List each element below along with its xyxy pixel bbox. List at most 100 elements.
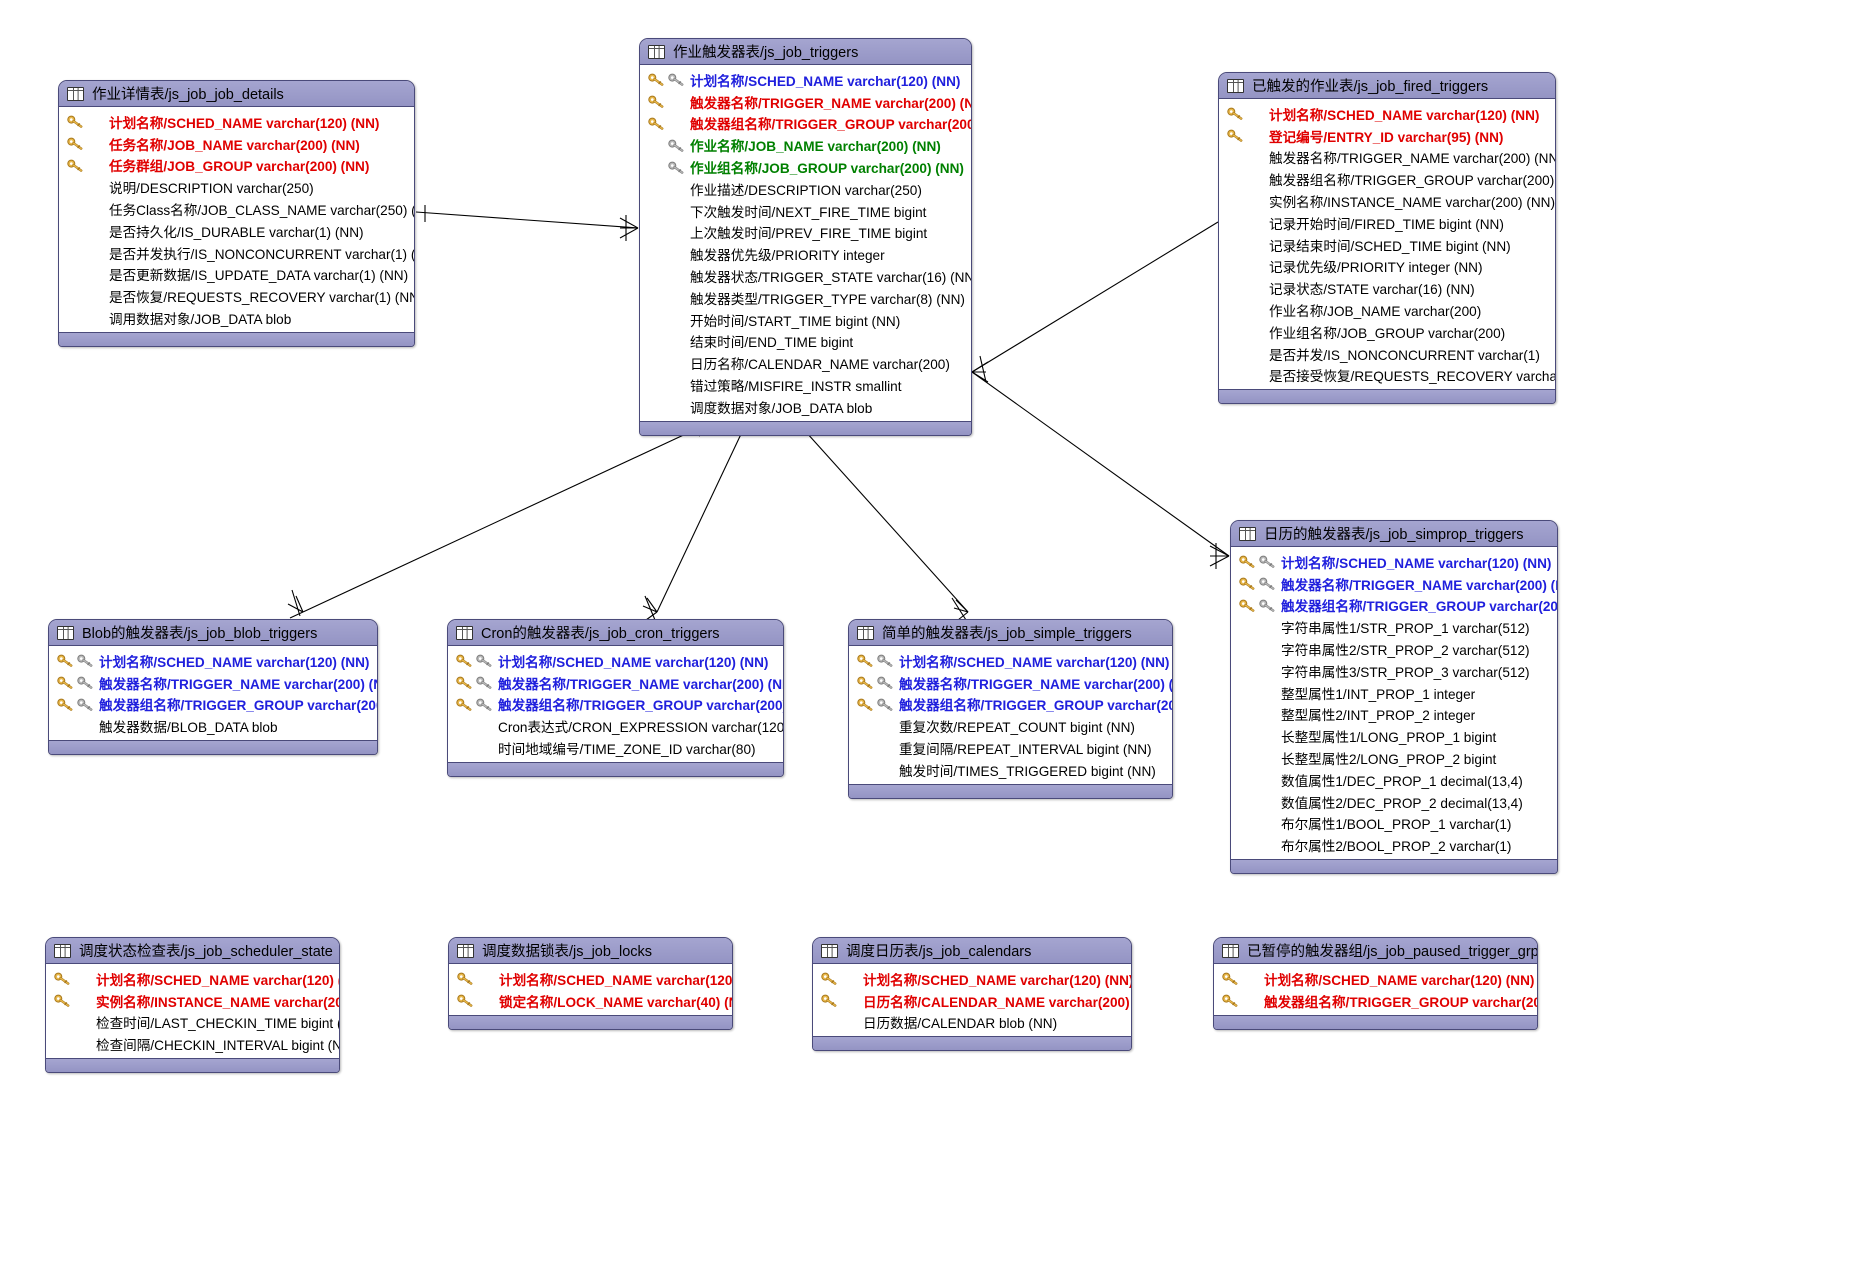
entity-calendars[interactable]: 调度日历表/js_job_calendars 计划名称/SCHED_NAME va… [812,937,1132,1052]
attribute-row[interactable]: 长整型属性2/LONG_PROP_2 bigint [1231,747,1557,769]
attribute-row[interactable]: 错过策略/MISFIRE_INSTR smallint [640,374,971,396]
attribute-row[interactable]: 是否更新数据/IS_UPDATE_DATA varchar(1) (NN) [59,264,414,286]
attribute-row[interactable]: 数值属性2/DEC_PROP_2 decimal(13,4) [1231,791,1557,813]
entity-job_triggers[interactable]: 作业触发器表/js_job_triggers 计划名称/SCHED_NAME va… [639,38,972,436]
entity-cron_triggers[interactable]: Cron的触发器表/js_job_cron_triggers 计划名称/SCHED… [447,619,784,777]
attribute-row[interactable]: 任务Class名称/JOB_CLASS_NAME varchar(250) (N… [59,198,414,220]
attribute-row[interactable]: Cron表达式/CRON_EXPRESSION varchar(120) (NN… [448,715,783,737]
attribute-row[interactable]: 计划名称/SCHED_NAME varchar(120) (NN) [448,650,783,672]
attribute-row[interactable]: 结束时间/END_TIME bigint [640,331,971,353]
attribute-row[interactable]: 字符串属性2/STR_PROP_2 varchar(512) [1231,638,1557,660]
attribute-row[interactable]: 记录开始时间/FIRED_TIME bigint (NN) [1219,212,1555,234]
entity-header-simprop_triggers[interactable]: 日历的触发器表/js_job_simprop_triggers [1231,521,1557,547]
attribute-row[interactable]: 是否并发/IS_NONCONCURRENT varchar(1) [1219,343,1555,365]
attribute-row[interactable]: 触发器状态/TRIGGER_STATE varchar(16) (NN) [640,265,971,287]
attribute-row[interactable]: 作业组名称/JOB_GROUP varchar(200) (NN) [640,156,971,178]
entity-header-calendars[interactable]: 调度日历表/js_job_calendars [813,938,1131,964]
attribute-row[interactable]: 长整型属性1/LONG_PROP_1 bigint [1231,725,1557,747]
attribute-row[interactable]: 计划名称/SCHED_NAME varchar(120) (NN) [849,650,1172,672]
attribute-row[interactable]: 布尔属性2/BOOL_PROP_2 varchar(1) [1231,834,1557,856]
attribute-row[interactable]: 计划名称/SCHED_NAME varchar(120) (NN) [449,968,732,990]
attribute-row[interactable]: 是否恢复/REQUESTS_RECOVERY varchar(1) (NN) [59,285,414,307]
attribute-row[interactable]: 是否并发执行/IS_NONCONCURRENT varchar(1) (NN) [59,242,414,264]
attribute-row[interactable]: 触发器组名称/TRIGGER_GROUP varchar(200) (NN) [640,113,971,135]
attribute-row[interactable]: 计划名称/SCHED_NAME varchar(120) (NN) [59,111,414,133]
entity-fired_triggers[interactable]: 已触发的作业表/js_job_fired_triggers 计划名称/SCHED_… [1218,72,1556,405]
attribute-row[interactable]: 触发器名称/TRIGGER_NAME varchar(200) (NN) [849,672,1172,694]
attribute-row[interactable]: 实例名称/INSTANCE_NAME varchar(200) (NN) [1219,190,1555,212]
attribute-row[interactable]: 作业名称/JOB_NAME varchar(200) (NN) [640,134,971,156]
entity-header-fired_triggers[interactable]: 已触发的作业表/js_job_fired_triggers [1219,73,1555,99]
attribute-row[interactable]: 调度数据对象/JOB_DATA blob [640,396,971,418]
attribute-row[interactable]: 触发器名称/TRIGGER_NAME varchar(200) (NN) [1219,147,1555,169]
attribute-row[interactable]: 字符串属性3/STR_PROP_3 varchar(512) [1231,660,1557,682]
attribute-row[interactable]: 触发器优先级/PRIORITY integer [640,243,971,265]
attribute-row[interactable]: 作业名称/JOB_NAME varchar(200) [1219,299,1555,321]
attribute-row[interactable]: 调用数据对象/JOB_DATA blob [59,307,414,329]
entity-blob_triggers[interactable]: Blob的触发器表/js_job_blob_triggers 计划名称/SCHED… [48,619,378,756]
attribute-row[interactable]: 日历数据/CALENDAR blob (NN) [813,1012,1131,1034]
attribute-row[interactable]: 锁定名称/LOCK_NAME varchar(40) (NN) [449,990,732,1012]
attribute-row[interactable]: 计划名称/SCHED_NAME varchar(120) (NN) [1231,551,1557,573]
attribute-row[interactable]: 触发器组名称/TRIGGER_GROUP varchar(200) (NN) [849,694,1172,716]
attribute-row[interactable]: 说明/DESCRIPTION varchar(250) [59,176,414,198]
attribute-row[interactable]: 实例名称/INSTANCE_NAME varchar(200) (NN) [46,990,339,1012]
entity-header-cron_triggers[interactable]: Cron的触发器表/js_job_cron_triggers [448,620,783,646]
attribute-row[interactable]: 触发器名称/TRIGGER_NAME varchar(200) (NN) [448,672,783,694]
attribute-row[interactable]: 布尔属性1/BOOL_PROP_1 varchar(1) [1231,813,1557,835]
attribute-row[interactable]: 作业组名称/JOB_GROUP varchar(200) [1219,321,1555,343]
attribute-row[interactable]: 记录结束时间/SCHED_TIME bigint (NN) [1219,234,1555,256]
attribute-row[interactable]: 日历名称/CALENDAR_NAME varchar(200) (NN) [813,990,1131,1012]
attribute-row[interactable]: 开始时间/START_TIME bigint (NN) [640,309,971,331]
attribute-row[interactable]: 检查时间/LAST_CHECKIN_TIME bigint (NN) [46,1012,339,1034]
attribute-row[interactable]: 触发器组名称/TRIGGER_GROUP varchar(200) (NN) [1214,990,1537,1012]
attribute-row[interactable]: 触发器组名称/TRIGGER_GROUP varchar(200) (NN) [49,694,377,716]
entity-simprop_triggers[interactable]: 日历的触发器表/js_job_simprop_triggers 计划名称/SCHE… [1230,520,1558,875]
entity-header-locks[interactable]: 调度数据锁表/js_job_locks [449,938,732,964]
entity-job_details[interactable]: 作业详情表/js_job_job_details 计划名称/SCHED_NAME … [58,80,415,347]
attribute-row[interactable]: 触发器名称/TRIGGER_NAME varchar(200) (NN) [1231,573,1557,595]
attribute-row[interactable]: 计划名称/SCHED_NAME varchar(120) (NN) [1214,968,1537,990]
attribute-row[interactable]: 计划名称/SCHED_NAME varchar(120) (NN) [640,69,971,91]
entity-header-job_details[interactable]: 作业详情表/js_job_job_details [59,81,414,107]
attribute-row[interactable]: 上次触发时间/PREV_FIRE_TIME bigint [640,222,971,244]
entity-locks[interactable]: 调度数据锁表/js_job_locks 计划名称/SCHED_NAME varch… [448,937,733,1030]
attribute-row[interactable]: 计划名称/SCHED_NAME varchar(120) (NN) [813,968,1131,990]
attribute-row[interactable]: 重复次数/REPEAT_COUNT bigint (NN) [849,715,1172,737]
entity-paused_trigger_grps[interactable]: 已暂停的触发器组/js_job_paused_trigger_grps 计划名称/… [1213,937,1538,1030]
attribute-row[interactable]: 作业描述/DESCRIPTION varchar(250) [640,178,971,200]
attribute-row[interactable]: 整型属性1/INT_PROP_1 integer [1231,682,1557,704]
attribute-row[interactable]: 触发器数据/BLOB_DATA blob [49,715,377,737]
attribute-row[interactable]: 计划名称/SCHED_NAME varchar(120) (NN) [1219,103,1555,125]
attribute-row[interactable]: 字符串属性1/STR_PROP_1 varchar(512) [1231,616,1557,638]
entity-header-simple_triggers[interactable]: 简单的触发器表/js_job_simple_triggers [849,620,1172,646]
attribute-row[interactable]: 重复间隔/REPEAT_INTERVAL bigint (NN) [849,737,1172,759]
attribute-row[interactable]: 时间地域编号/TIME_ZONE_ID varchar(80) [448,737,783,759]
attribute-row[interactable]: 下次触发时间/NEXT_FIRE_TIME bigint [640,200,971,222]
attribute-row[interactable]: 任务群组/JOB_GROUP varchar(200) (NN) [59,155,414,177]
attribute-row[interactable]: 记录优先级/PRIORITY integer (NN) [1219,256,1555,278]
attribute-row[interactable]: 数值属性1/DEC_PROP_1 decimal(13,4) [1231,769,1557,791]
attribute-row[interactable]: 整型属性2/INT_PROP_2 integer [1231,704,1557,726]
attribute-row[interactable]: 是否接受恢复/REQUESTS_RECOVERY varchar(1) [1219,365,1555,387]
attribute-row[interactable]: 触发器组名称/TRIGGER_GROUP varchar(200) (NN) [448,694,783,716]
attribute-row[interactable]: 触发器类型/TRIGGER_TYPE varchar(8) (NN) [640,287,971,309]
attribute-row[interactable]: 登记编号/ENTRY_ID varchar(95) (NN) [1219,125,1555,147]
attribute-row[interactable]: 记录状态/STATE varchar(16) (NN) [1219,277,1555,299]
attribute-row[interactable]: 触发器组名称/TRIGGER_GROUP varchar(200) (NN) [1231,595,1557,617]
attribute-row[interactable]: 计划名称/SCHED_NAME varchar(120) (NN) [49,650,377,672]
entity-header-paused_trigger_grps[interactable]: 已暂停的触发器组/js_job_paused_trigger_grps [1214,938,1537,964]
attribute-row[interactable]: 触发器名称/TRIGGER_NAME varchar(200) (NN) [640,91,971,113]
attribute-row[interactable]: 计划名称/SCHED_NAME varchar(120) (NN) [46,968,339,990]
attribute-row[interactable]: 触发器组名称/TRIGGER_GROUP varchar(200) (NN) [1219,168,1555,190]
attribute-row[interactable]: 任务名称/JOB_NAME varchar(200) (NN) [59,133,414,155]
entity-header-scheduler_state[interactable]: 调度状态检查表/js_job_scheduler_state [46,938,339,964]
attribute-row[interactable]: 检查间隔/CHECKIN_INTERVAL bigint (NN) [46,1033,339,1055]
attribute-row[interactable]: 日历名称/CALENDAR_NAME varchar(200) [640,352,971,374]
attribute-row[interactable]: 是否持久化/IS_DURABLE varchar(1) (NN) [59,220,414,242]
entity-header-blob_triggers[interactable]: Blob的触发器表/js_job_blob_triggers [49,620,377,646]
entity-simple_triggers[interactable]: 简单的触发器表/js_job_simple_triggers 计划名称/SCHED… [848,619,1173,799]
entity-scheduler_state[interactable]: 调度状态检查表/js_job_scheduler_state 计划名称/SCHED… [45,937,340,1074]
entity-header-job_triggers[interactable]: 作业触发器表/js_job_triggers [640,39,971,65]
attribute-row[interactable]: 触发器名称/TRIGGER_NAME varchar(200) (NN) [49,672,377,694]
